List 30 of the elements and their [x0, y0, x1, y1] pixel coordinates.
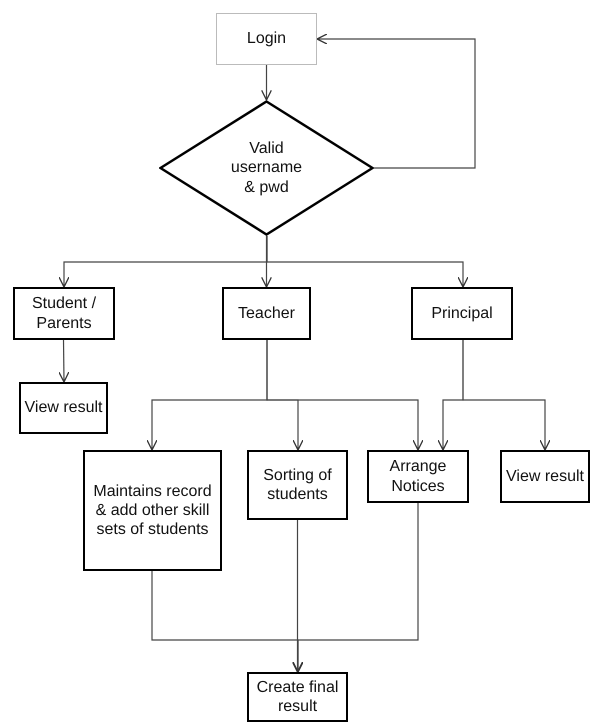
- node-label: Create final result: [256, 678, 340, 716]
- connector-arrow: [266, 236, 469, 288]
- process-box: [367, 450, 469, 503]
- node-label: Student / Parents: [30, 294, 98, 333]
- node-label: Maintains record & add other skill sets of students: [92, 482, 213, 540]
- process-box: [500, 450, 590, 503]
- connector-arrow: [462, 340, 551, 451]
- process-box: [216, 13, 317, 65]
- node-label: Valid username & pwd: [230, 139, 304, 197]
- node-label: Teacher: [238, 304, 295, 324]
- node-label: View result: [24, 398, 102, 418]
- connector-arrow: [266, 340, 424, 451]
- process-box: [411, 287, 513, 340]
- connector-arrow: [260, 65, 272, 101]
- node-label: View result: [506, 466, 584, 486]
- connector-arrow: [260, 236, 272, 288]
- process-box: [222, 287, 311, 340]
- node-label: Sorting of students: [262, 466, 333, 504]
- connector-arrow: [292, 520, 304, 673]
- connector-arrow: [58, 340, 70, 383]
- connector-arrow: [292, 503, 419, 673]
- process-box: [13, 287, 115, 340]
- process-box: [247, 672, 348, 722]
- process-box: [247, 450, 348, 520]
- connector-arrow: [316, 33, 476, 169]
- process-box: [19, 382, 108, 434]
- node-label: Arrange Notices: [388, 457, 448, 496]
- process-box: [83, 450, 222, 571]
- node-label: Principal: [431, 304, 493, 324]
- node-label: Login: [246, 29, 286, 49]
